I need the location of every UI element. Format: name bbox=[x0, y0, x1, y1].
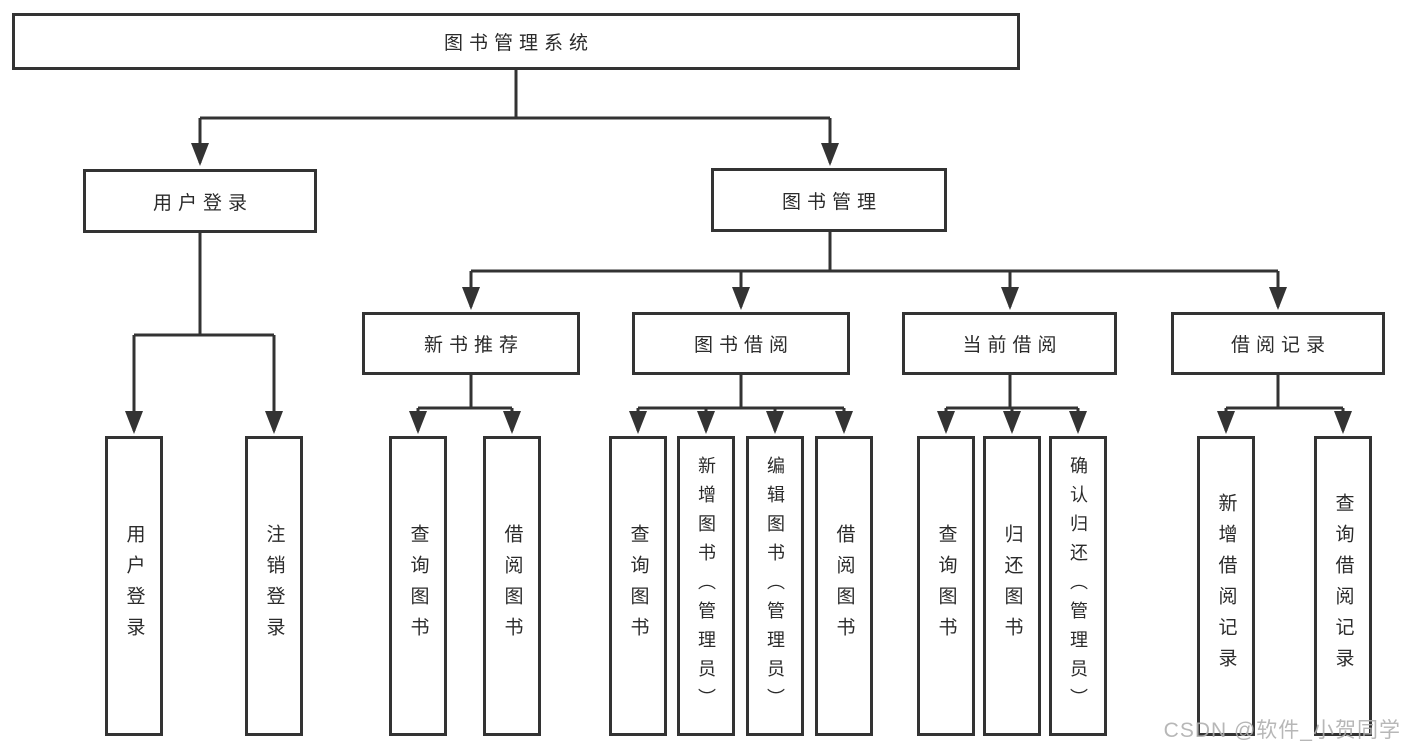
node-new-book-recommend: 新书推荐 bbox=[362, 312, 580, 375]
leaf-edit-book-admin-label: 编辑图书（管理员） bbox=[765, 455, 785, 717]
node-user-login-label: 用户登录 bbox=[152, 192, 253, 214]
leaf-edit-book-admin: 编辑图书（管理员） bbox=[746, 436, 804, 736]
leaf-borrow-books-borrow: 借阅图书 bbox=[815, 436, 873, 736]
leaf-query-borrow-record: 查询借阅记录 bbox=[1314, 436, 1372, 736]
node-book-borrow: 图书借阅 bbox=[632, 312, 850, 375]
leaf-confirm-return-admin-label: 确认归还（管理员） bbox=[1068, 455, 1088, 717]
node-current-borrow: 当前借阅 bbox=[902, 312, 1117, 375]
watermark-text: CSDN @软件_小贺同学 bbox=[1163, 719, 1401, 742]
leaf-add-book-admin-label: 新增图书（管理员） bbox=[696, 455, 716, 717]
node-book-borrow-label: 图书借阅 bbox=[693, 335, 794, 356]
leaf-query-borrow-record-label: 查询借阅记录 bbox=[1332, 493, 1354, 679]
leaf-query-books-recommend: 查询图书 bbox=[389, 436, 447, 736]
node-root-label: 图书管理系统 bbox=[443, 33, 594, 54]
leaf-logout-label: 注销登录 bbox=[263, 524, 285, 648]
leaf-borrow-books-recommend: 借阅图书 bbox=[483, 436, 541, 736]
leaf-borrow-books-borrow-label: 借阅图书 bbox=[833, 524, 855, 648]
leaf-add-book-admin: 新增图书（管理员） bbox=[677, 436, 735, 736]
node-user-login: 用户登录 bbox=[83, 169, 317, 233]
node-book-management-label: 图书管理 bbox=[781, 191, 882, 213]
node-book-management: 图书管理 bbox=[711, 168, 947, 232]
node-current-borrow-label: 当前借阅 bbox=[962, 335, 1063, 356]
leaf-return-book-label: 归还图书 bbox=[1001, 524, 1023, 648]
leaf-confirm-return-admin: 确认归还（管理员） bbox=[1049, 436, 1107, 736]
leaf-query-books-borrow: 查询图书 bbox=[609, 436, 667, 736]
leaf-query-books-recommend-label: 查询图书 bbox=[407, 524, 429, 648]
leaf-user-login-label: 用户登录 bbox=[123, 524, 145, 648]
leaf-borrow-books-recommend-label: 借阅图书 bbox=[501, 524, 523, 648]
leaf-query-books-borrow-label: 查询图书 bbox=[627, 524, 649, 648]
leaf-add-borrow-record-label: 新增借阅记录 bbox=[1215, 493, 1237, 679]
node-borrow-records: 借阅记录 bbox=[1171, 312, 1385, 375]
leaf-query-books-current: 查询图书 bbox=[917, 436, 975, 736]
leaf-return-book: 归还图书 bbox=[983, 436, 1041, 736]
leaf-query-books-current-label: 查询图书 bbox=[935, 524, 957, 648]
node-borrow-records-label: 借阅记录 bbox=[1230, 335, 1331, 356]
leaf-add-borrow-record: 新增借阅记录 bbox=[1197, 436, 1255, 736]
leaf-user-login: 用户登录 bbox=[105, 436, 163, 736]
node-new-book-recommend-label: 新书推荐 bbox=[423, 335, 524, 356]
leaf-logout: 注销登录 bbox=[245, 436, 303, 736]
node-root: 图书管理系统 bbox=[12, 13, 1020, 70]
